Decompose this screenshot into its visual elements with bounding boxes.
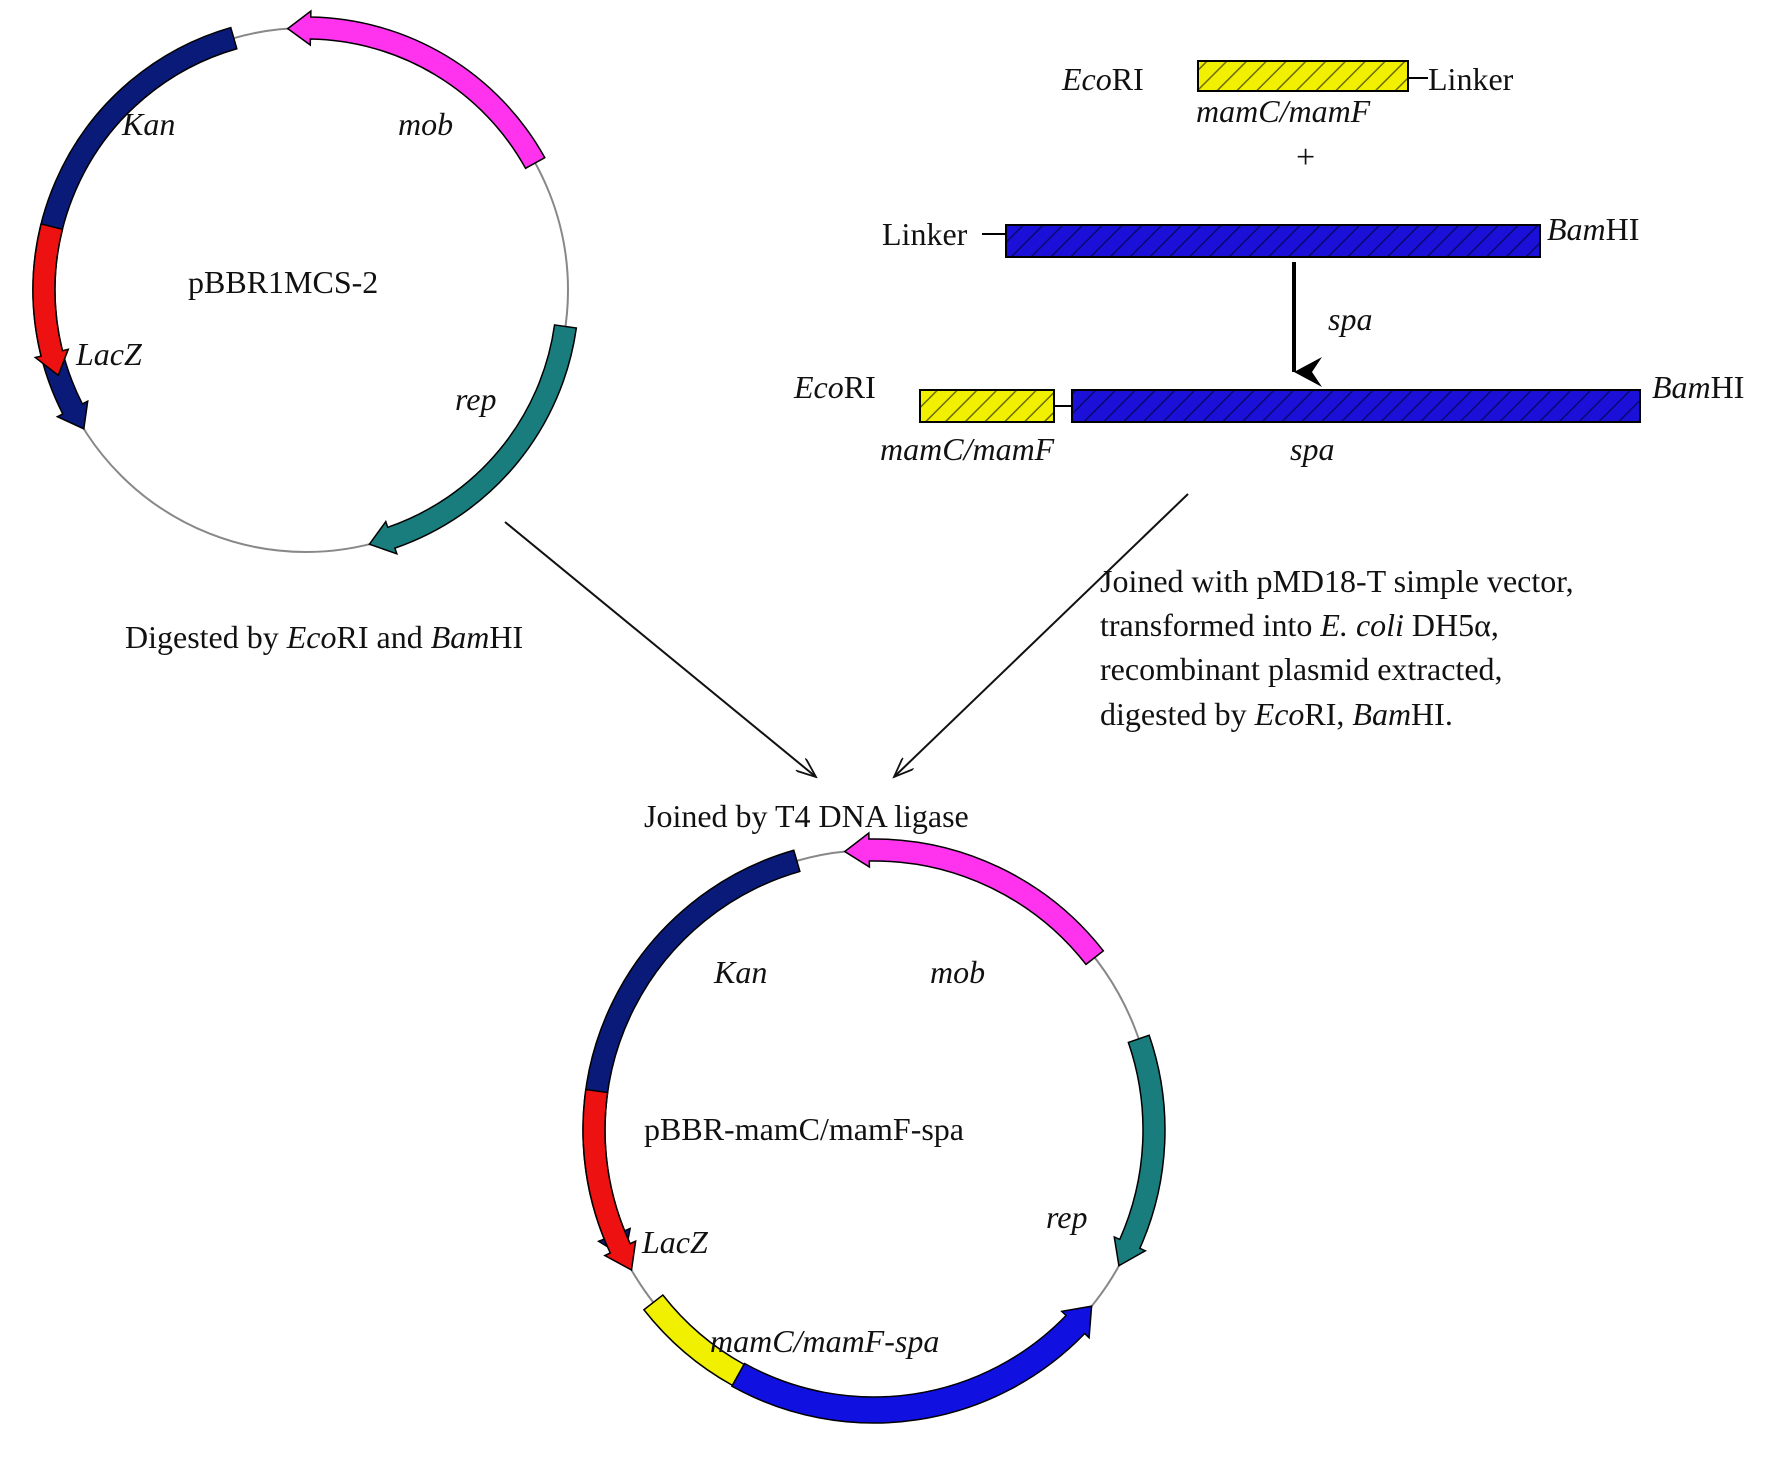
label-kan: Kan [121,106,175,142]
spa-label-pcr: spa [1328,301,1372,337]
spa-label-2: spa [1290,431,1334,467]
label-lacz: LacZ [641,1224,709,1260]
cloning-line-4: digested by EcoRI, BamHI. [1100,696,1453,732]
label-fusion: mamC/mamF-spa [710,1323,939,1359]
plasmid-bottom-name: pBBR-mamC/mamF-spa [644,1111,964,1147]
bamhi-label-2: BamHI [1652,369,1744,405]
fused-spa-segment [1071,389,1641,423]
gene-arrow-spa [730,1305,1093,1424]
step-cloning: Joined with pMD18-T simple vector, trans… [1100,563,1574,732]
gene-arrow-lacz [32,223,70,377]
gene-arrow-mob [286,9,546,170]
step-ligation: Joined by T4 DNA ligase [644,798,969,834]
fused-mamc-segment [919,389,1055,423]
linker-label-1: Linker [1428,61,1514,97]
ecori-label-1: EcoRI [1061,61,1144,97]
cloning-line-1: Joined with pMD18-T simple vector, [1100,563,1574,599]
linker-label-2: Linker [882,216,968,252]
mamc-fragment [1197,60,1409,92]
step-digest: Digested by EcoRI and BamHI [125,619,523,655]
label-mob: mob [398,106,453,142]
gene-arrow-rep [368,324,578,556]
gene-arrow-kan [582,849,801,1259]
cloning-line-3: recombinant plasmid extracted, [1100,651,1503,687]
plasmid-bottom: Kan mob LacZ rep mamC/mamF-spa pBBR-mamC… [582,831,1166,1424]
ecori-label-2: EcoRI [793,369,876,405]
arrow-from-insert [894,493,1189,777]
cloning-line-2: transformed into E. coli DH5α, [1100,607,1499,643]
gene-arrow-lacz [582,1088,637,1272]
mamc-label-1: mamC/mamF [1196,93,1371,129]
label-lacz: LacZ [75,336,143,372]
plasmid-top: Kan mob LacZ rep pBBR1MCS-2 [32,9,578,556]
gene-arrow-rep [1113,1034,1166,1267]
label-rep: rep [455,381,496,417]
arrow-from-plasmid [504,521,816,777]
spa-fragment [1005,224,1541,258]
mamc-label-2: mamC/mamF [880,431,1055,467]
plus-sign: + [1296,139,1315,176]
gene-arrow-kan [32,26,238,430]
label-rep: rep [1046,1199,1087,1235]
label-kan: Kan [713,954,767,990]
insert-construction: EcoRI Linker mamC/mamF + Linker BamHI sp… [793,60,1744,467]
label-mob: mob [930,954,985,990]
bamhi-label-1: BamHI [1547,211,1639,247]
plasmid-top-name: pBBR1MCS-2 [188,264,378,300]
gene-arrow-mob [843,831,1105,966]
